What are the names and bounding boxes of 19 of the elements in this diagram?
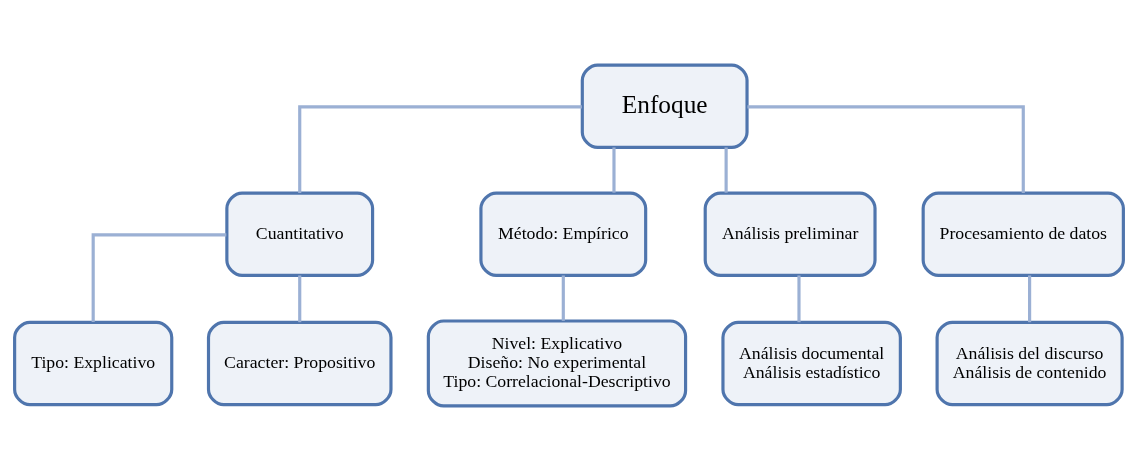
node-box: Análisis documental Análisis estadístico bbox=[721, 320, 902, 406]
node-box: Análisis del discurso Análisis de contenido bbox=[935, 320, 1124, 406]
node-box: Tipo: Explicativo bbox=[13, 320, 174, 406]
connector bbox=[298, 104, 582, 193]
connector bbox=[724, 146, 728, 193]
node-box: Nivel: Explicativo Diseño: No experimental Tipo: Correlacional-Descriptivo bbox=[426, 318, 688, 407]
connector bbox=[612, 146, 616, 193]
node-box: Enfoque bbox=[580, 63, 749, 149]
node-box: Caracter: Propositivo bbox=[206, 320, 393, 406]
connector bbox=[91, 232, 227, 322]
connector bbox=[747, 104, 1025, 193]
connector bbox=[797, 275, 801, 322]
node-box: Método: Empírico bbox=[479, 190, 648, 277]
connector bbox=[1028, 275, 1032, 322]
connector bbox=[561, 275, 565, 321]
node-box: Procesamiento de datos bbox=[921, 190, 1125, 277]
connector bbox=[298, 275, 302, 322]
node-box: Cuantitativo bbox=[225, 190, 375, 277]
node-box: Análisis preliminar bbox=[703, 190, 877, 277]
